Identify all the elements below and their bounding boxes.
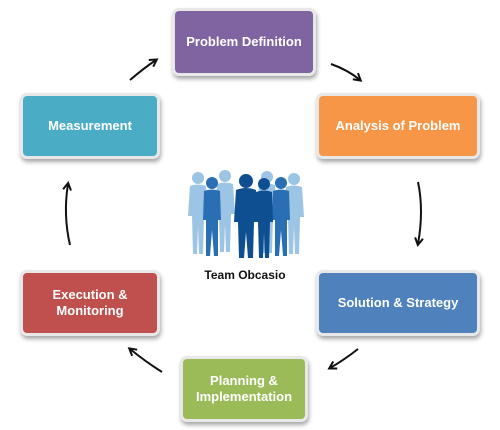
step-measurement: Measurement xyxy=(20,93,160,159)
team-people-silhouette-icon xyxy=(188,170,304,258)
arrow-execution-to-measurement xyxy=(66,184,70,246)
step-label: Execution & Monitoring xyxy=(52,287,128,318)
arrow-planning-to-execution xyxy=(130,349,163,373)
step-label: Problem Definition xyxy=(186,34,302,49)
step-label: Measurement xyxy=(48,118,132,133)
step-label: Analysis of Problem xyxy=(335,118,461,133)
step-problem-definition: Problem Definition xyxy=(172,8,316,76)
step-label: Planning & Implementation xyxy=(195,373,293,404)
arrow-measurement-to-problem xyxy=(129,60,156,81)
step-analysis-of-problem: Analysis of Problem xyxy=(316,93,480,159)
figure-front-row xyxy=(234,174,273,258)
arrow-problem-to-analysis xyxy=(330,63,360,80)
arrow-solution-to-planning xyxy=(330,348,359,368)
step-planning-and-implementation: Planning & Implementation xyxy=(180,356,308,422)
step-label: Solution & Strategy xyxy=(337,295,459,310)
team-label: Team Obcasio xyxy=(204,268,286,282)
figure-middle-row xyxy=(203,177,290,256)
step-execution-and-monitoring: Execution & Monitoring xyxy=(20,270,160,336)
step-solution-and-strategy: Solution & Strategy xyxy=(316,270,480,336)
arrow-analysis-to-solution xyxy=(418,181,421,244)
